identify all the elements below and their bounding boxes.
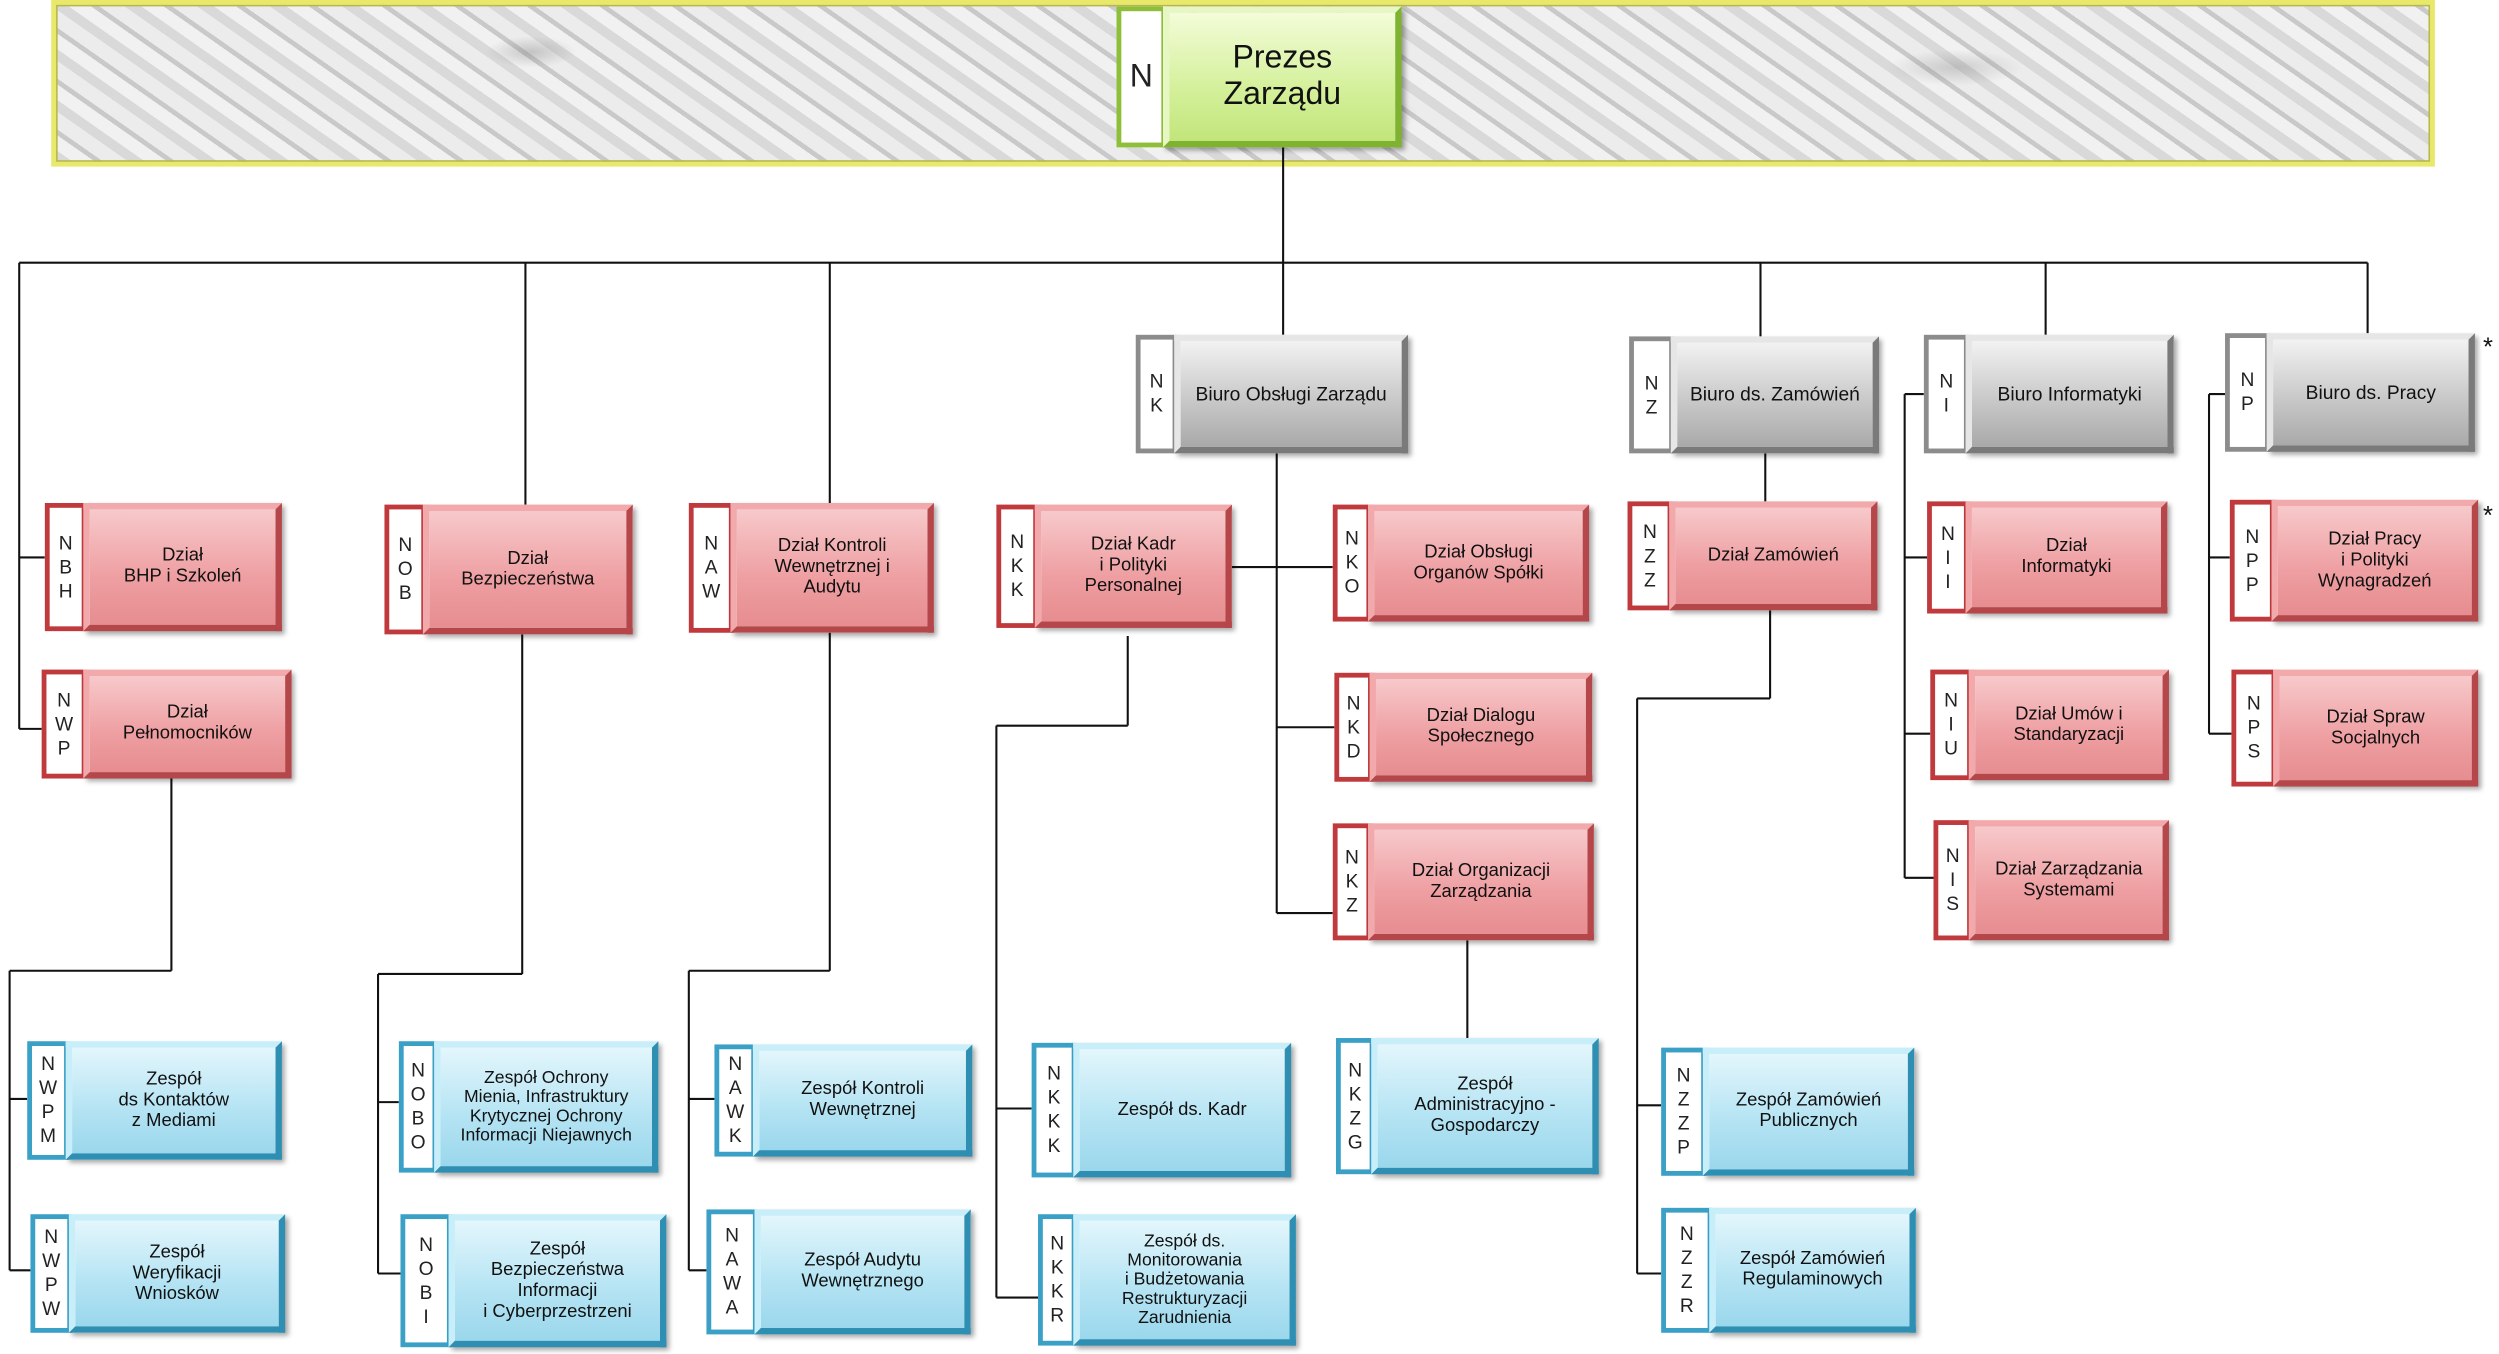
unit-code: N W P M <box>27 1041 69 1160</box>
unit-code: N K K K <box>1031 1042 1077 1178</box>
unit-prezes-zarzadu: N Prezes Zarządu <box>1116 6 1402 148</box>
unit-code: N A W K <box>714 1044 757 1157</box>
unit-name: Dział BHP i Szkoleń <box>83 502 282 632</box>
unit-name: Zespół Administracyjno - Gospodarczy <box>1371 1038 1599 1175</box>
office-nz: N Z Biuro ds. Zamówień <box>1629 336 1880 454</box>
unit-code: N W P W <box>30 1214 73 1333</box>
unit-code: N K D <box>1334 672 1373 782</box>
department-niu: N I U Dział Umów i Standaryzacji <box>1930 669 2169 781</box>
asterisk-mark: * <box>2482 502 2493 531</box>
unit-code: N K O <box>1332 504 1372 622</box>
office-np: N P Biuro ds. Pracy <box>2225 333 2475 452</box>
team-nkkr: N K K R Zespół ds. Monitorowania i Budże… <box>1038 1214 1296 1346</box>
department-nkz: N K Z Dział Organizacji Zarządzania <box>1332 823 1594 941</box>
team-nobo: N O B O Zespół Ochrony Mienia, Infrastru… <box>398 1041 659 1173</box>
unit-code: N Z Z P <box>1661 1047 1707 1176</box>
unit-code: N Z <box>1629 336 1674 454</box>
unit-code: N K <box>1135 334 1178 454</box>
unit-code: N K Z G <box>1335 1038 1375 1175</box>
unit-code: N I <box>1923 334 1969 454</box>
unit-name: Zespół Bezpieczeństwa Informacji i Cyber… <box>448 1214 667 1348</box>
unit-name: Dział Kontroli Wewnętrznej i Audytu <box>730 502 934 633</box>
team-nobi: N O B I Zespół Bezpieczeństwa Informacji… <box>400 1214 667 1348</box>
unit-name: Biuro Informatyki <box>1965 334 2174 454</box>
unit-name: Zespół Kontroli Wewnętrznej <box>752 1044 973 1157</box>
unit-name: Zespół Ochrony Mienia, Infrastruktury Kr… <box>434 1041 659 1173</box>
office-ni: N I Biuro Informatyki <box>1923 334 2174 454</box>
unit-code: N I S <box>1933 820 1972 941</box>
unit-code: N A W A <box>706 1209 758 1335</box>
department-nis: N I S Dział Zarządzania Systemami <box>1933 820 2169 941</box>
unit-code: N I U <box>1930 669 1972 781</box>
team-nzzr: N Z Z R Zespół Zamówień Regulaminowych <box>1661 1207 1916 1333</box>
unit-code: N K K <box>996 504 1039 628</box>
unit-name: Zespół Weryfikacji Wniosków <box>68 1214 286 1333</box>
unit-name: Biuro ds. Pracy <box>2266 333 2475 452</box>
unit-code: N P S <box>2231 669 2277 787</box>
unit-code: N O B I <box>400 1214 452 1348</box>
team-nawk: N A W K Zespół Kontroli Wewnętrznej <box>714 1044 973 1157</box>
unit-code: N O B O <box>398 1041 438 1173</box>
team-nwpm: N W P M Zespół ds Kontaktów z Mediami <box>27 1041 282 1160</box>
unit-code: N O B <box>384 504 427 635</box>
unit-code: N P P <box>2229 499 2275 622</box>
team-nawa: N A W A Zespół Audytu Wewnętrznego <box>706 1209 971 1335</box>
team-nkkk: N K K K Zespół ds. Kadr <box>1031 1042 1292 1178</box>
unit-name: Dział Bezpieczeństwa <box>422 504 633 635</box>
office-nk: N K Biuro Obsługi Zarządu <box>1135 334 1409 454</box>
department-npp: N P P Dział Pracy i Polityki Wynagradzeń <box>2229 499 2479 622</box>
unit-name: Biuro ds. Zamówień <box>1670 336 1880 454</box>
team-nwpw: N W P W Zespół Weryfikacji Wniosków <box>30 1214 286 1333</box>
unit-name: Dział Kadr i Polityki Personalnej <box>1034 504 1232 628</box>
unit-name: Biuro Obsługi Zarządu <box>1174 334 1409 454</box>
unit-name: Dział Organizacji Zarządzania <box>1368 823 1594 941</box>
asterisk-mark: * <box>2482 334 2493 363</box>
unit-name: Prezes Zarządu <box>1162 6 1402 148</box>
team-nzzp: N Z Z P Zespół Zamówień Publicznych <box>1661 1047 1915 1176</box>
unit-code: N W P <box>41 669 87 779</box>
department-nii: N I I Dział Informatyki <box>1927 501 2168 614</box>
unit-name: Zespół ds. Kadr <box>1073 1042 1292 1178</box>
unit-name: Dział Spraw Socjalnych <box>2273 669 2479 787</box>
unit-name: Dział Obsługi Organów Spółki <box>1368 504 1590 622</box>
unit-code: N <box>1116 6 1167 148</box>
unit-name: Zespół Zamówień Publicznych <box>1702 1047 1915 1176</box>
unit-name: Dział Pełnomocników <box>83 669 292 779</box>
department-nbh: N B H Dział BHP i Szkoleń <box>44 502 282 632</box>
department-nob: N O B Dział Bezpieczeństwa <box>384 504 633 635</box>
unit-code: N I I <box>1927 501 1969 614</box>
unit-code: N K K R <box>1038 1214 1077 1346</box>
department-nkd: N K D Dział Dialogu Społecznego <box>1334 672 1593 782</box>
unit-name: Dział Informatyki <box>1965 501 2168 614</box>
unit-name: Dział Zarządzania Systemami <box>1968 820 2169 941</box>
department-nko: N K O Dział Obsługi Organów Spółki <box>1332 504 1590 622</box>
unit-name: Zespół ds Kontaktów z Mediami <box>65 1041 282 1160</box>
department-nzz: N Z Z Dział Zamówień <box>1627 501 1878 611</box>
unit-code: N A W <box>688 502 734 633</box>
unit-code: N B H <box>44 502 87 632</box>
unit-name: Zespół Zamówień Regulaminowych <box>1709 1207 1916 1333</box>
unit-name: Dział Umów i Standaryzacji <box>1968 669 2169 781</box>
team-nkzg: N K Z G Zespół Administracyjno - Gospoda… <box>1335 1038 1599 1175</box>
department-nwp: N W P Dział Pełnomocników <box>41 669 292 779</box>
unit-name: Dział Dialogu Społecznego <box>1369 672 1593 782</box>
unit-code: N P <box>2225 333 2270 452</box>
department-naw: N A W Dział Kontroli Wewnętrznej i Audyt… <box>688 502 934 633</box>
department-nps: N P S Dział Spraw Socjalnych <box>2231 669 2479 787</box>
unit-code: N K Z <box>1332 823 1372 941</box>
department-nkk: N K K Dział Kadr i Polityki Personalnej <box>996 504 1232 628</box>
unit-name: Zespół ds. Monitorowania i Budżetowania … <box>1073 1214 1296 1346</box>
unit-name: Dział Pracy i Polityki Wynagradzeń <box>2271 499 2479 622</box>
unit-code: N Z Z <box>1627 501 1673 611</box>
unit-name: Zespół Audytu Wewnętrznego <box>754 1209 971 1335</box>
unit-name: Dział Zamówień <box>1669 501 1878 611</box>
unit-code: N Z Z R <box>1661 1207 1713 1333</box>
